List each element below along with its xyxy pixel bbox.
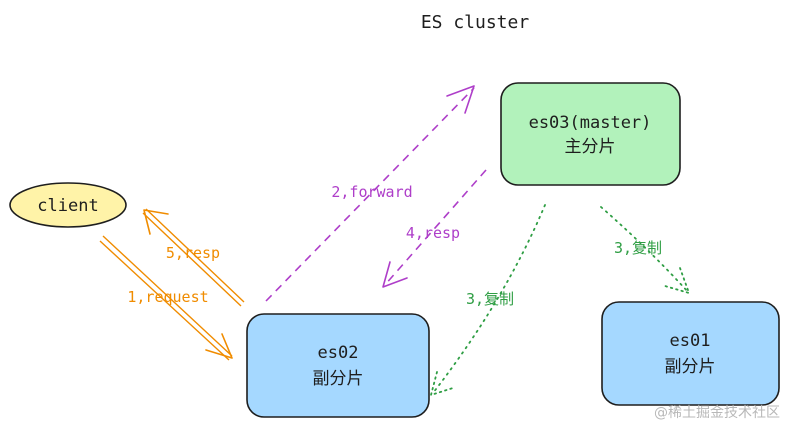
watermark: @稀土掘金技术社区 xyxy=(654,405,780,421)
edge-resp5-line xyxy=(142,208,245,307)
edge-resp4-arrowhead xyxy=(382,261,408,288)
node-es03[interactable]: es03(master) 主分片 xyxy=(500,82,681,186)
edge-replicate-es01-arrowhead xyxy=(664,267,691,295)
node-es02-label: es02 xyxy=(318,343,359,363)
node-es01-sublabel: 副分片 xyxy=(665,357,716,377)
node-client[interactable]: client xyxy=(9,182,127,228)
edge-replicate-es01-label: 3,复制 xyxy=(614,239,662,257)
edge-resp5-arrowhead xyxy=(143,209,169,235)
edge-replicate-es02-line xyxy=(432,204,546,394)
edge-request-arrowhead xyxy=(205,333,233,359)
node-client-shape xyxy=(9,182,127,228)
edge-forward-arrowhead xyxy=(446,85,475,114)
edge-replicate-es01 xyxy=(600,206,691,295)
node-es01-shape xyxy=(601,301,780,406)
node-es02-shape xyxy=(246,313,430,418)
edge-resp5-label: 5,resp xyxy=(166,244,220,262)
edge-forward-label: 2,forward xyxy=(331,183,412,201)
edge-resp4-label: 4,resp xyxy=(406,224,460,242)
edge-forward xyxy=(265,85,475,302)
diagram-title: ES cluster xyxy=(421,12,530,33)
edge-resp5 xyxy=(142,208,245,307)
edge-replicate-es02 xyxy=(429,204,546,397)
node-client-label: client xyxy=(37,196,98,216)
node-es03-sublabel: 主分片 xyxy=(565,137,616,157)
edge-replicate-es01-line xyxy=(600,206,689,293)
node-es02[interactable]: es02 副分片 xyxy=(246,313,430,418)
edge-resp4 xyxy=(382,169,487,288)
node-es01[interactable]: es01 副分片 xyxy=(601,301,780,406)
edge-replicate-es02-label: 3,复制 xyxy=(466,290,514,308)
edge-request-line xyxy=(99,235,233,361)
node-es03-shape xyxy=(500,82,681,186)
edge-resp4-line xyxy=(383,169,487,287)
edge-forward-line xyxy=(265,87,475,302)
node-es01-label: es01 xyxy=(670,331,711,351)
node-es02-sublabel: 副分片 xyxy=(313,369,364,389)
edge-request-label: 1,request xyxy=(127,288,208,306)
edge-request xyxy=(99,235,233,361)
node-es03-label: es03(master) xyxy=(529,113,652,133)
edge-replicate-es02-arrowhead xyxy=(429,371,454,397)
